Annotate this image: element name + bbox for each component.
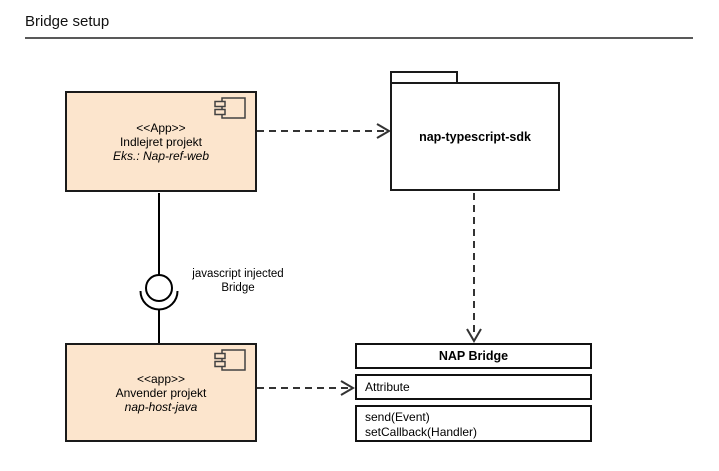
ball-icon [145, 274, 173, 302]
component-example: Eks.: Nap-ref-web [112, 148, 210, 163]
class-attribute: Attribute [365, 380, 410, 394]
interface-label-line2: Bridge [221, 282, 255, 294]
dependency-arrow-embedded-to-sdk [257, 123, 391, 139]
interface-label-line1: javascript injected [192, 268, 284, 280]
component-host-project: <<app>> Anvender projekt nap-host-java [65, 343, 257, 442]
component-embedded-project: <<App>> Indlejret projekt Eks.: Nap-ref-… [65, 91, 257, 192]
class-attributes-compartment: Attribute [355, 374, 592, 400]
dependency-arrow-sdk-to-bridge [466, 193, 482, 343]
class-name: NAP Bridge [438, 349, 509, 363]
component-icon [214, 97, 246, 119]
package-name: nap-typescript-sdk [419, 129, 531, 144]
title-underline [25, 37, 693, 39]
class-method: send(Event) [365, 410, 430, 424]
class-methods-compartment: send(Event) setCallback(Handler) [355, 405, 592, 442]
component-example: nap-host-java [124, 399, 198, 414]
class-header-nap-bridge: NAP Bridge [355, 343, 592, 369]
stereotype-label: <<app>> [136, 371, 186, 386]
package-tab [390, 71, 458, 84]
component-name: Anvender projekt [115, 385, 207, 400]
package-nap-typescript-sdk: nap-typescript-sdk [390, 82, 560, 191]
class-method: setCallback(Handler) [365, 425, 478, 439]
interface-connector-label: javascript injected Bridge [182, 267, 294, 295]
socket-icon [139, 290, 179, 311]
dependency-arrow-host-to-bridge [257, 380, 355, 396]
stereotype-label: <<App>> [136, 120, 186, 135]
component-name: Indlejret projekt [119, 134, 203, 149]
ball-socket-interface [139, 193, 179, 343]
component-icon [214, 349, 246, 371]
page-title: Bridge setup [25, 13, 110, 30]
